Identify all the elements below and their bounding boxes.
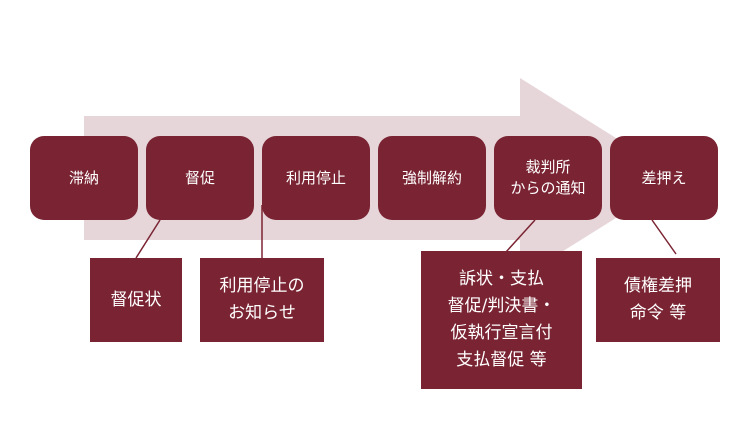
- connector-sashiosae: [651, 219, 677, 255]
- step-tainou: 滞納: [30, 136, 138, 220]
- step-riyou-teishi: 利用停止: [262, 136, 370, 220]
- connector-court-notice: [505, 219, 536, 253]
- connector-tokusoku: [135, 219, 161, 259]
- note-saiken-sashiosae: 債権差押 命令 等: [596, 258, 720, 342]
- note-tokusokujou: 督促状: [90, 258, 182, 342]
- step-sashiosae: 差押え: [610, 136, 718, 220]
- step-kyousei-kaiyaku: 強制解約: [378, 136, 486, 220]
- note-court-documents: 訴状・支払 督促/判決書・ 仮執行宣言付 支払督促 等: [421, 251, 582, 389]
- note-riyou-teishi-oshirase: 利用停止の お知らせ: [200, 258, 324, 342]
- step-tokusoku: 督促: [146, 136, 254, 220]
- step-court-notice: 裁判所 からの通知: [494, 136, 602, 220]
